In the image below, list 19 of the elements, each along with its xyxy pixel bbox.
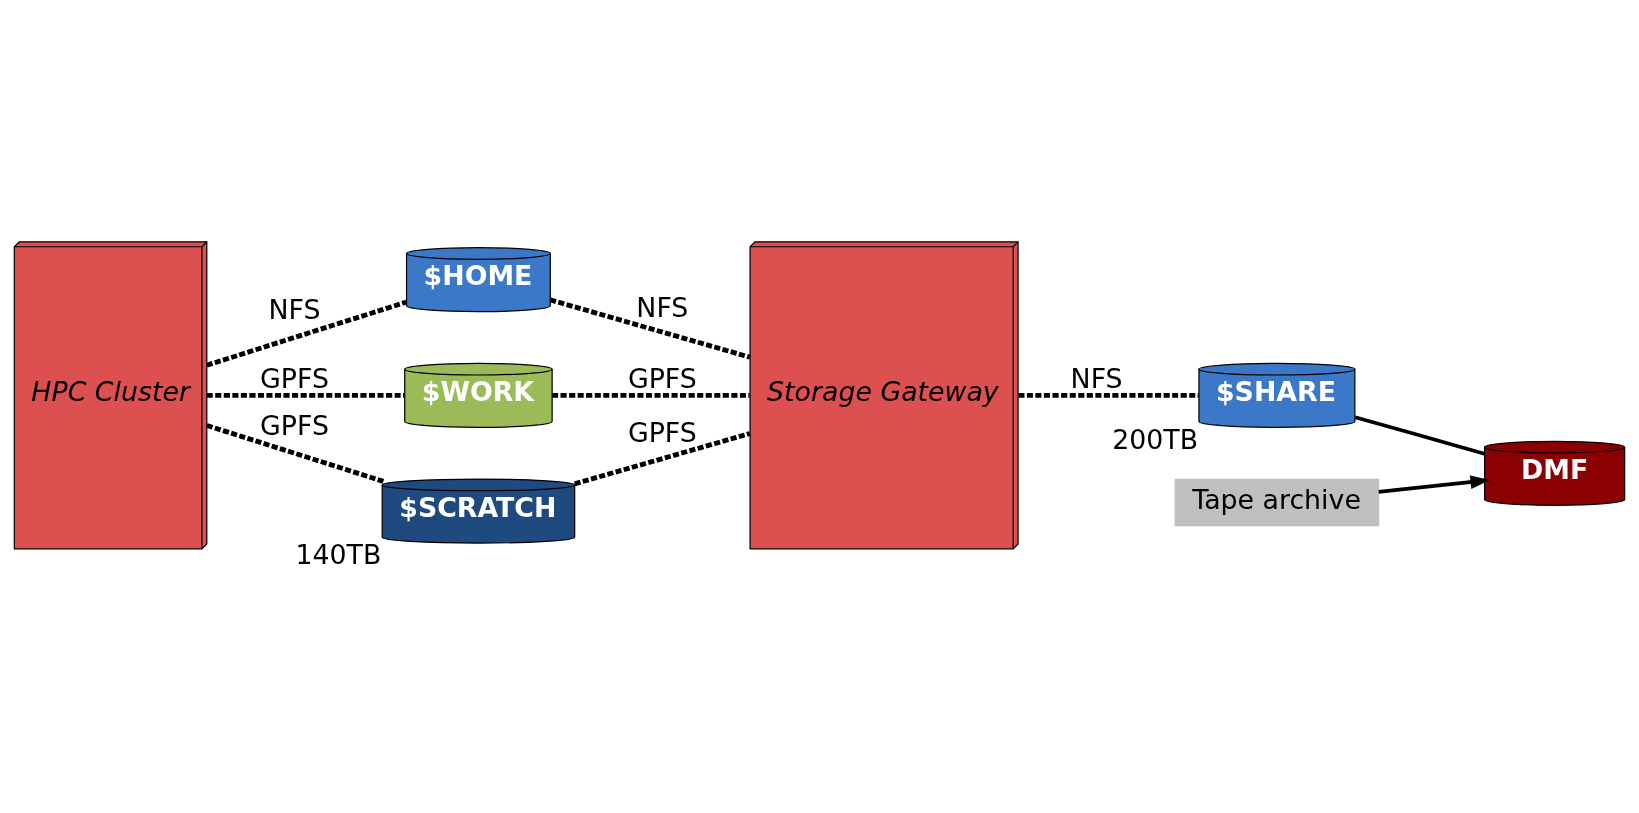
node-label: 140TB [295, 538, 382, 570]
edge-label: GPFS [260, 362, 329, 394]
connector [574, 430, 751, 486]
connector [206, 299, 408, 368]
edge-label: GPFS [627, 362, 697, 394]
edge-label: GPFS [627, 416, 697, 448]
connector [549, 297, 751, 359]
connector [552, 392, 750, 398]
edge-label: NFS [1070, 362, 1123, 394]
node-label: 200TB [1112, 423, 1199, 455]
edge-label: NFS [636, 291, 689, 323]
connector [1354, 414, 1485, 455]
arrow [1378, 474, 1490, 494]
connector [206, 392, 405, 398]
connector [206, 422, 385, 484]
edge-label: GPFS [260, 409, 329, 441]
connector [1018, 392, 1199, 398]
node-box: Tape archive [1174, 478, 1380, 526]
edge-label: NFS [268, 293, 321, 325]
